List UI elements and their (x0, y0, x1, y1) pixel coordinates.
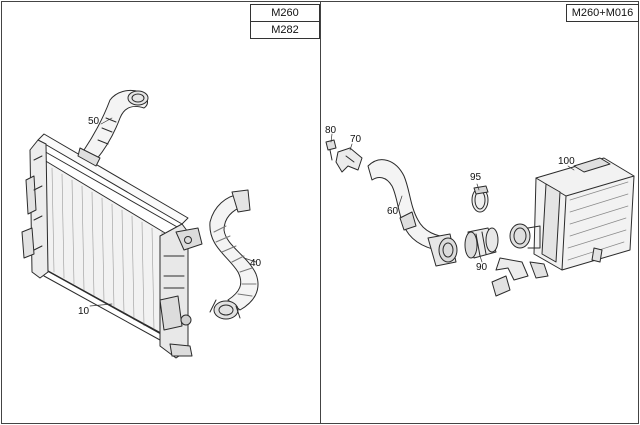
leader-lines (89, 117, 575, 307)
callout-number: 60 (387, 206, 399, 217)
corrugated-hose-part (209, 189, 259, 320)
bracket-clamp-part (335, 147, 363, 173)
right-panel-frame (320, 1, 639, 424)
callout-number: 50 (88, 116, 100, 127)
sleeve-coupling-part (464, 227, 499, 259)
callout-number: 90 (476, 262, 488, 273)
bolt-part (325, 139, 337, 161)
callout-number: 80 (325, 125, 337, 136)
charge-air-cooler-part (21, 133, 203, 359)
hose-clamp-part (471, 185, 489, 213)
intercooler-module-part (491, 157, 635, 297)
callout-number: 40 (250, 258, 262, 269)
callout-number: 95 (470, 172, 482, 183)
upper-hose-part (77, 89, 149, 167)
engine-code-label: M260+M016 (566, 4, 639, 22)
engine-code-label: M282 (250, 21, 320, 39)
callout-number: 70 (350, 134, 362, 145)
callout-number: 100 (558, 156, 575, 167)
charge-air-pipe-part (367, 159, 458, 267)
callout-number: 10 (78, 306, 90, 317)
